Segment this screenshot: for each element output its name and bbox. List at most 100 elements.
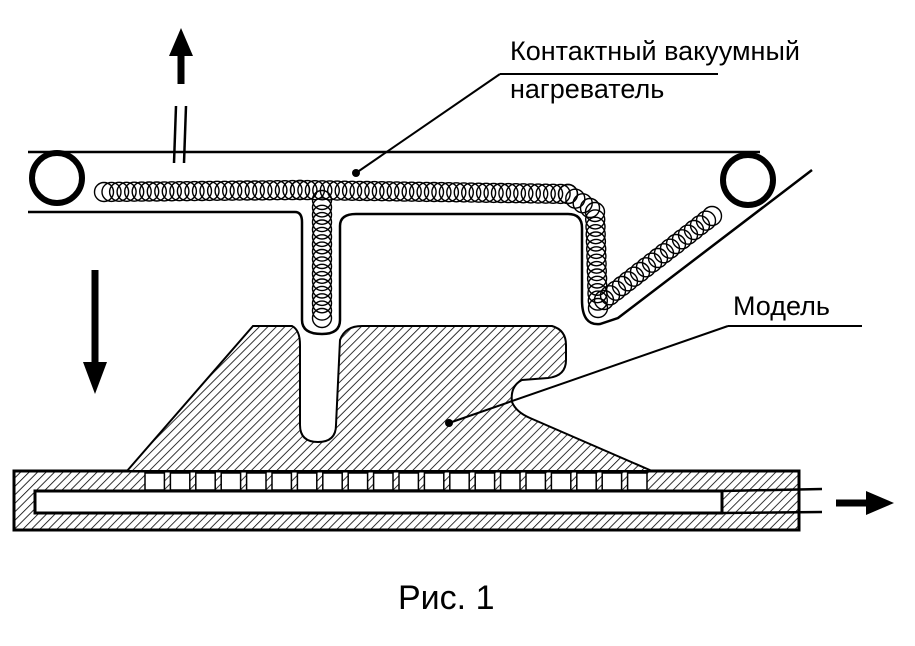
vacuum-table [12, 469, 823, 532]
coil-loop [169, 180, 190, 202]
table-perforations [144, 472, 648, 491]
coil-loop [689, 215, 711, 236]
perforation-slot [449, 472, 470, 491]
coil-loop [334, 180, 355, 201]
coil-loop [579, 197, 601, 219]
coil-loop [665, 233, 687, 255]
coil-loop [584, 201, 606, 223]
coil-loop [191, 180, 213, 202]
coil-loop [311, 234, 333, 255]
coil-loop [586, 238, 607, 260]
coil-loop [475, 182, 497, 204]
coil-loop [587, 290, 608, 311]
outlet-pipe-bottom [721, 510, 823, 515]
coil-loop [311, 241, 333, 262]
coil-loop [528, 183, 549, 204]
coil-loop [311, 211, 333, 233]
coil-loop [267, 179, 288, 201]
coil-loop [461, 182, 482, 203]
coil-loop [611, 275, 633, 297]
arrow-right-icon [836, 491, 894, 515]
coil-loop [123, 181, 145, 202]
vacuum-channel [33, 489, 724, 515]
coil-loop [423, 181, 445, 203]
coil-loop [341, 180, 363, 202]
perforation-slot [423, 472, 445, 491]
coil-loop [184, 180, 205, 202]
coil-loop [535, 183, 556, 204]
coil-loop [312, 180, 333, 201]
perforation-slot [220, 472, 242, 491]
perforation-slot [576, 472, 597, 491]
coil-loop [311, 278, 333, 299]
coil-loop [683, 219, 705, 241]
vent-tube-left [172, 105, 178, 164]
coil-loop [653, 243, 675, 264]
coil-loop [386, 181, 407, 202]
coil-loop [371, 180, 393, 202]
coil-loop [311, 270, 333, 292]
coil-loop [505, 182, 527, 204]
arrow-down-icon [83, 270, 107, 394]
coil-loop [116, 181, 137, 203]
model-leader [445, 325, 862, 427]
coil-loop [446, 182, 467, 203]
coil-loop [586, 268, 608, 289]
coil-loop [677, 224, 699, 245]
coil-loop [585, 209, 606, 230]
perforation-slot [296, 472, 318, 491]
coil-loop [289, 179, 311, 201]
coil-loop [311, 226, 333, 248]
coil-loop [623, 266, 645, 287]
heater-leader [352, 73, 718, 177]
coil-loop [629, 261, 651, 283]
coil-loop [236, 180, 258, 201]
perforation-slot [347, 472, 369, 491]
coil-loop [401, 181, 422, 202]
coil-loop [229, 180, 250, 201]
coil-loop [311, 263, 333, 284]
model-label: Модель [733, 291, 830, 321]
coil-loop [520, 183, 541, 204]
coil-loop [557, 183, 579, 205]
coil-loop [617, 271, 639, 292]
coil-loop [311, 248, 333, 270]
coil-loop [311, 204, 333, 226]
coil-loop [416, 181, 437, 203]
coil-loop [311, 300, 333, 321]
perforation-slot [245, 472, 267, 491]
coil-loop [572, 193, 593, 214]
perforation-slot [372, 472, 394, 491]
coil-loop [327, 180, 348, 201]
coil-loop [161, 181, 183, 202]
coil-loop [101, 181, 122, 203]
perforation-slot [525, 472, 547, 491]
coil-loop [311, 219, 333, 240]
coil-loop [671, 229, 693, 250]
perforation-slot [550, 472, 572, 491]
coil-loop [108, 181, 130, 203]
coil-loop [408, 181, 430, 203]
coil-loop [311, 285, 333, 307]
heater-label-line1: Контактный вакуумный [510, 36, 800, 66]
perforation-slot [271, 472, 293, 491]
coil-loop [131, 181, 152, 202]
coil-loop [550, 183, 571, 205]
coil-loop [431, 181, 452, 203]
coil-loop [379, 181, 400, 202]
coil-loop [585, 231, 607, 252]
coil-loop [154, 181, 175, 202]
coil-loop [641, 252, 663, 273]
heater-coils [93, 179, 723, 329]
coil-loop [394, 181, 415, 202]
coil-loop [483, 182, 504, 204]
coil-loop [438, 181, 460, 203]
perforation-slot [499, 472, 521, 491]
coil-loop [93, 181, 115, 203]
coil-loop [498, 182, 519, 204]
coil-loop [701, 205, 723, 227]
coil-loop [311, 307, 333, 329]
figure-caption: Рис. 1 [398, 579, 494, 617]
coil-loop [647, 247, 669, 269]
